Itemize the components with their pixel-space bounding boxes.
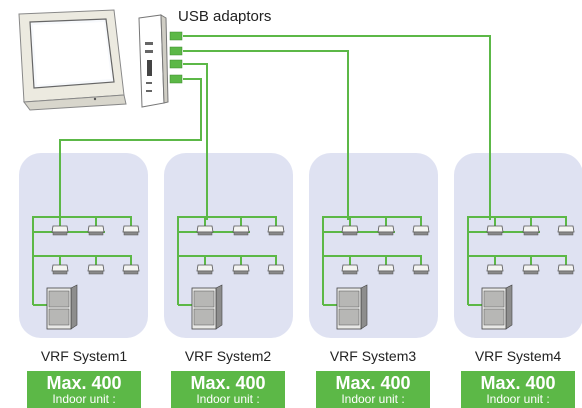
indoor-unit-icon	[196, 225, 214, 236]
indoor-unit-icon	[377, 225, 395, 236]
indoor-unit-icon	[267, 264, 285, 275]
outdoor-unit-icon	[481, 284, 513, 330]
cable-system-3	[183, 50, 349, 220]
system-label-1: VRF System1	[40, 348, 128, 364]
usb-cables	[59, 35, 491, 220]
indoor-unit-icon	[412, 264, 430, 275]
outdoor-unit-icon	[46, 284, 78, 330]
indoor-unit-icon	[232, 225, 250, 236]
usb-plug-icon	[169, 74, 183, 84]
cable-system-2	[183, 63, 208, 220]
usb-plug-icon	[169, 46, 183, 56]
system-panel-2	[164, 153, 293, 338]
capacity-badge-4: Max. 400 Indoor unit :	[461, 371, 575, 408]
badge-unit: Indoor unit :	[486, 392, 550, 406]
indoor-unit-icon	[341, 225, 359, 236]
indoor-unit-icon	[51, 225, 69, 236]
outdoor-unit-icon	[191, 284, 223, 330]
badge-unit: Indoor unit :	[196, 392, 260, 406]
system-1-group	[32, 216, 140, 330]
indoor-unit-icon	[196, 264, 214, 275]
badge-max: Max. 400	[190, 373, 266, 393]
capacity-badge-3: Max. 400 Indoor unit :	[316, 371, 430, 408]
refrigerant-piping	[322, 216, 422, 306]
indoor-unit-icon	[377, 264, 395, 275]
badge-max: Max. 400	[480, 373, 556, 393]
badge-max: Max. 400	[46, 373, 122, 393]
cable-system-4	[183, 35, 491, 220]
indoor-unit-icon	[486, 225, 504, 236]
system-wiring	[32, 216, 575, 330]
cable-system-1	[59, 78, 202, 220]
system-4-group	[467, 216, 575, 330]
system-panel-4	[454, 153, 582, 338]
pc-tower-icon	[138, 14, 169, 108]
system-panel-3	[309, 153, 438, 338]
indoor-unit-icon	[522, 225, 540, 236]
usb-plug-icon	[169, 31, 183, 41]
indoor-unit-icon	[486, 264, 504, 275]
system-2-group	[177, 216, 285, 330]
indoor-unit-icon	[122, 264, 140, 275]
indoor-unit-icon	[557, 225, 575, 236]
usb-adaptors-label: USB adaptors	[178, 8, 272, 25]
system-panel-1	[19, 153, 148, 338]
indoor-unit-icon	[267, 225, 285, 236]
indoor-unit-icon	[412, 225, 430, 236]
system-label-4: VRF System4	[474, 348, 562, 364]
badge-max: Max. 400	[335, 373, 411, 393]
indoor-unit-icon	[341, 264, 359, 275]
usb-plug-icon	[169, 59, 183, 69]
indoor-unit-icon	[51, 264, 69, 275]
badge-unit: Indoor unit :	[341, 392, 405, 406]
indoor-unit-icon	[232, 264, 250, 275]
indoor-unit-icon	[87, 264, 105, 275]
indoor-unit-icon	[522, 264, 540, 275]
pc-monitor-icon	[18, 9, 127, 111]
capacity-badge-1: Max. 400 Indoor unit :	[27, 371, 141, 408]
badge-unit: Indoor unit :	[52, 392, 116, 406]
system-3-group	[322, 216, 430, 330]
capacity-badge-2: Max. 400 Indoor unit :	[171, 371, 285, 408]
outdoor-unit-icon	[336, 284, 368, 330]
indoor-unit-icon	[122, 225, 140, 236]
indoor-unit-icon	[557, 264, 575, 275]
indoor-unit-icon	[87, 225, 105, 236]
refrigerant-piping	[467, 216, 567, 306]
system-label-3: VRF System3	[329, 348, 417, 364]
usb-adaptors	[169, 31, 183, 84]
system-label-2: VRF System2	[184, 348, 272, 364]
